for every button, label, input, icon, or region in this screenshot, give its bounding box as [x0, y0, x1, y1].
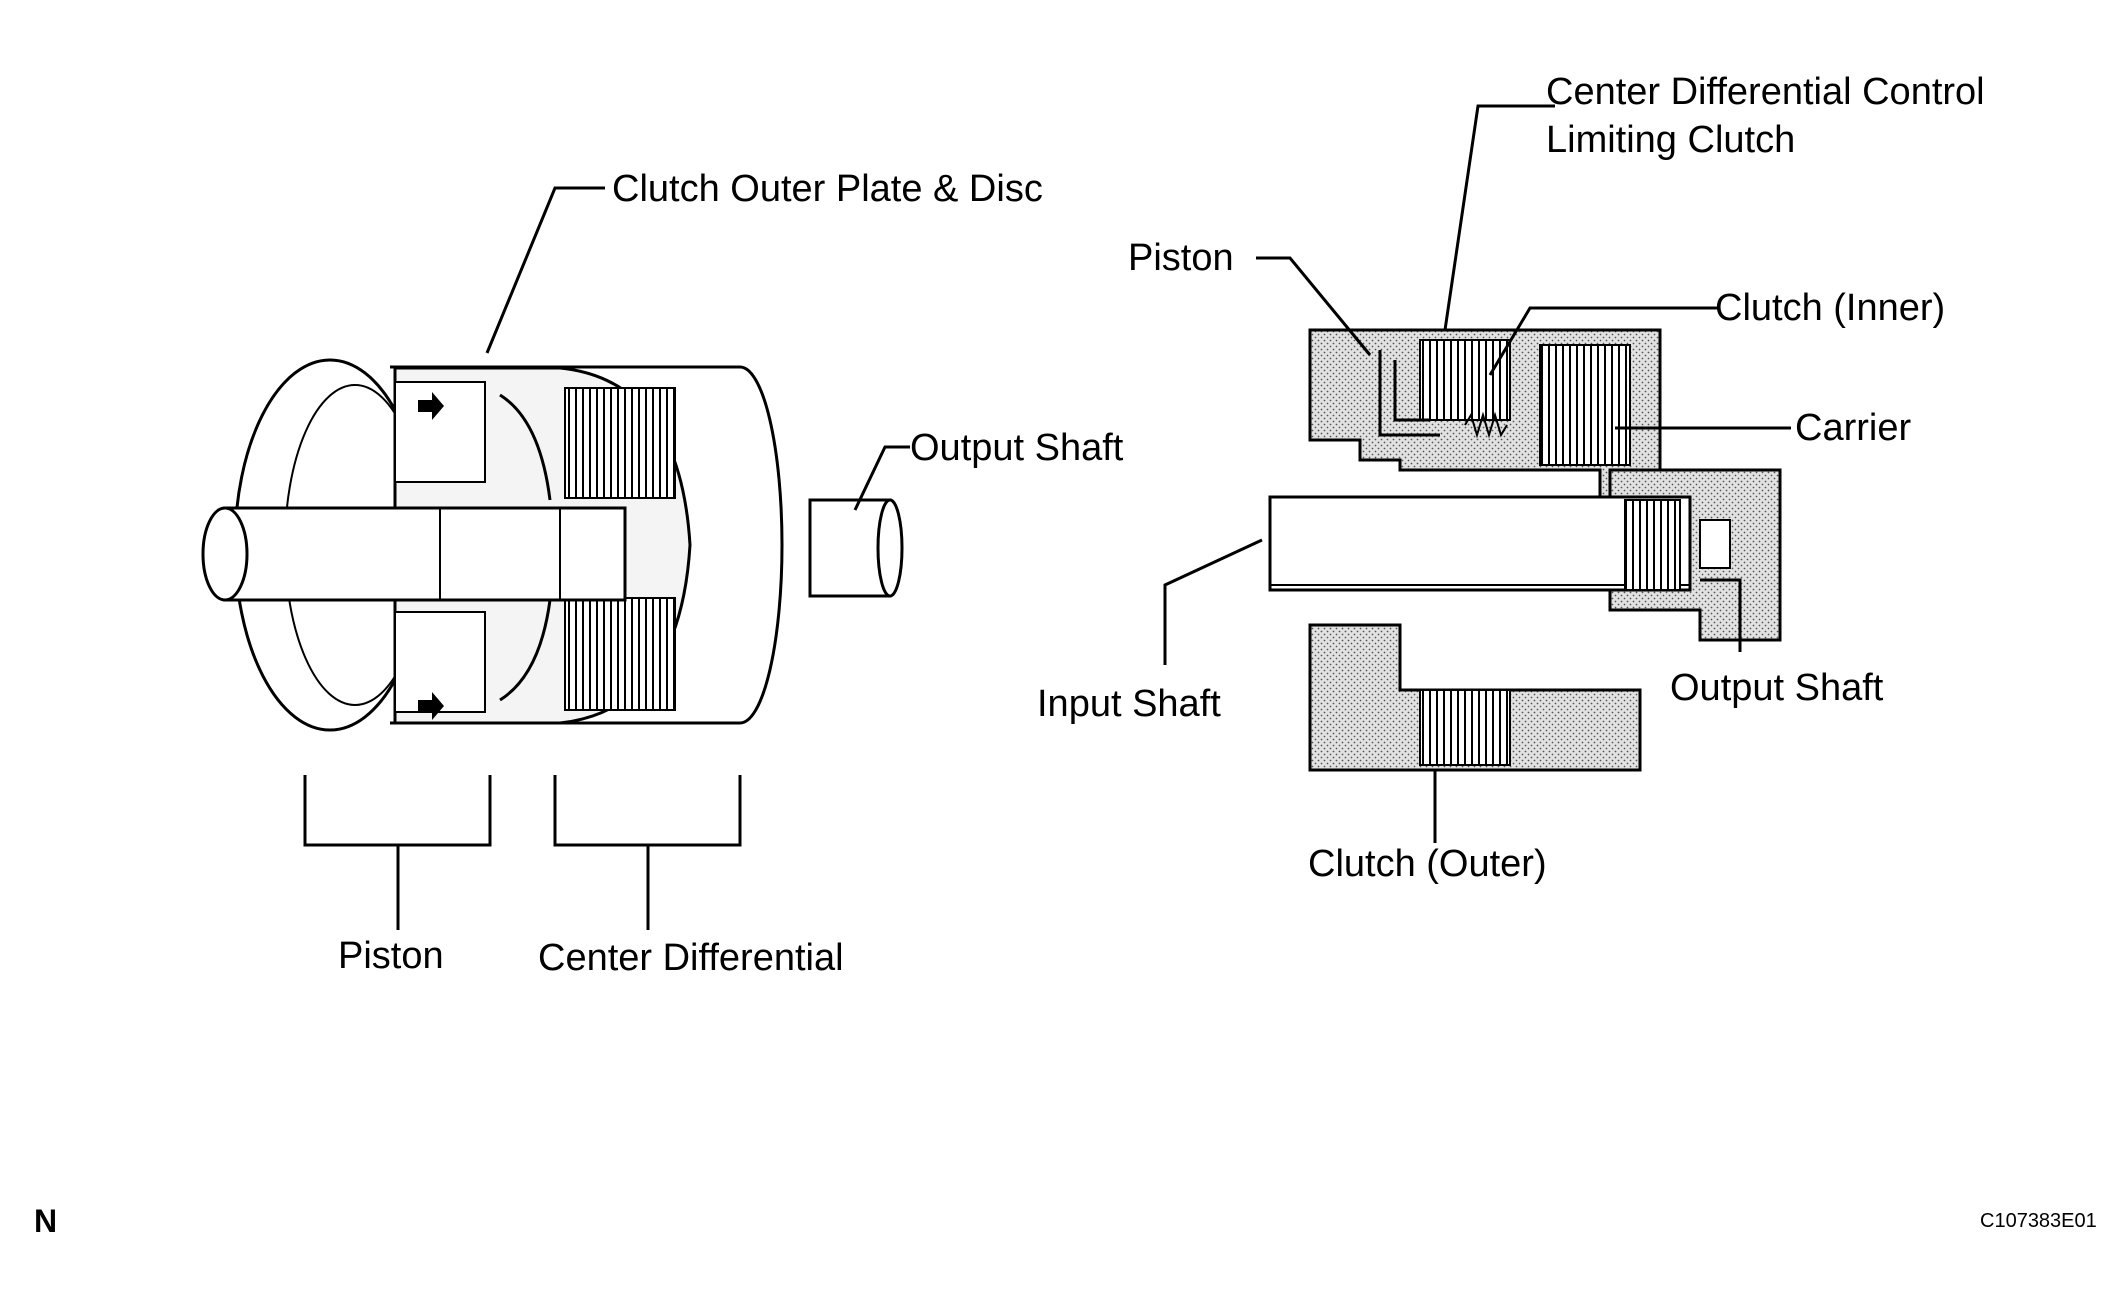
left-leaders [303, 186, 910, 930]
label-carrier: Carrier [1795, 407, 1911, 449]
label-clutch-inner: Clutch (Inner) [1715, 287, 1945, 329]
left-piston-section [394, 381, 486, 720]
label-clutch-outer: Clutch (Outer) [1308, 843, 1547, 885]
orientation-mark: N [34, 1203, 57, 1239]
label-clutch-outer-plate-disc: Clutch Outer Plate & Disc [612, 168, 1043, 210]
right-leaders [1163, 104, 1791, 843]
label-right-output-shaft: Output Shaft [1670, 667, 1884, 709]
right-cross-section [1268, 328, 1782, 772]
label-right-piston: Piston [1128, 237, 1234, 279]
left-clutch-pack [499, 387, 676, 711]
left-input-shaft [201, 506, 627, 602]
label-control-clutch-line2: Limiting Clutch [1546, 119, 1795, 161]
left-output-shaft-stub [808, 498, 904, 598]
label-left-output-shaft: Output Shaft [910, 427, 1124, 469]
label-left-piston: Piston [338, 935, 444, 977]
left-assembly-illustration [201, 358, 904, 732]
figure-code: C107383E01 [1980, 1210, 2097, 1232]
label-center-differential: Center Differential [538, 937, 844, 979]
label-input-shaft: Input Shaft [1037, 683, 1221, 725]
label-control-clutch-line1: Center Differential Control [1546, 71, 1985, 113]
